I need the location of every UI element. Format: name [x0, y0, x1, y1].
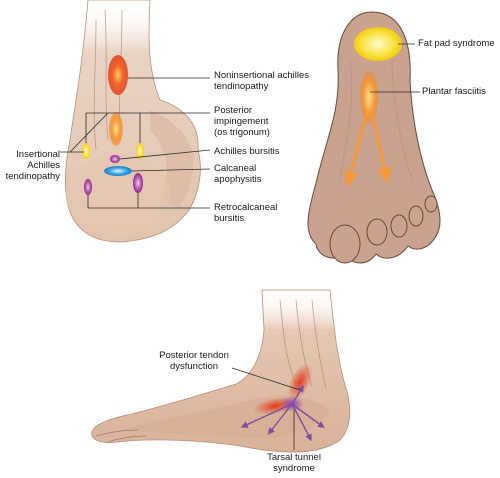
label-plantar-fasciitis: Plantar fasciitis — [422, 86, 486, 97]
calcaneal-apophysitis-spot — [104, 166, 132, 176]
big-toe — [329, 224, 361, 264]
heel-leader-lines — [60, 77, 211, 209]
side-toe-lines — [95, 429, 147, 443]
plantar-arrows — [343, 111, 392, 188]
plantar-fasciitis-spot — [360, 71, 378, 123]
achilles-bursitis-spot — [110, 155, 120, 163]
sole-outline — [307, 11, 441, 264]
label-calcaneal-apophysitis: Calcaneal apophysitis — [214, 163, 262, 185]
retrocalcaneal-bursitis-spot-right — [133, 173, 143, 193]
second-toe — [366, 218, 388, 246]
heel-pad-shade — [66, 155, 170, 235]
sole-view — [307, 11, 441, 264]
label-tarsal-tunnel-syndrome: Tarsal tunnel syndrome — [267, 452, 321, 474]
posterior-tendon-spot — [287, 363, 313, 401]
fat-pad-spot — [354, 27, 402, 61]
third-toe — [390, 214, 408, 238]
label-noninsertional-achilles: Noninsertional achilles tendinopathy — [214, 70, 310, 92]
posterior-impingement-spot — [109, 112, 123, 146]
tarsal-tunnel-arrows — [240, 385, 325, 442]
sole-texture — [339, 59, 413, 181]
insertional-achilles-spot-left — [82, 143, 90, 159]
insertional-achilles-spot-right — [136, 143, 144, 159]
noninsertional-achilles-spot — [108, 55, 128, 95]
side-view — [91, 289, 351, 453]
heel-side-bulge — [150, 110, 194, 208]
fifth-toe — [424, 195, 438, 213]
heel-view — [60, 0, 211, 243]
label-posterior-impingement: Posterior impingement (os trigonum) — [214, 105, 270, 138]
label-insertional-achilles: Insertional Achilles tendinopathy — [5, 149, 60, 182]
label-achilles-bursitis: Achilles bursitis — [214, 146, 280, 157]
label-posterior-tendon-dysfunction: Posterior tendon dysfunction — [159, 350, 229, 372]
toes — [329, 195, 438, 264]
fourth-toe — [408, 205, 424, 227]
label-fat-pad-syndrome: Fat pad syndrome — [418, 38, 495, 49]
label-retrocalcaneal-bursitis: Retrocalcaneal bursitis — [214, 202, 278, 224]
retrocalcaneal-bursitis-spot-left — [84, 179, 92, 195]
side-leader-lines — [231, 367, 301, 450]
sole-leader-lines — [370, 43, 420, 93]
